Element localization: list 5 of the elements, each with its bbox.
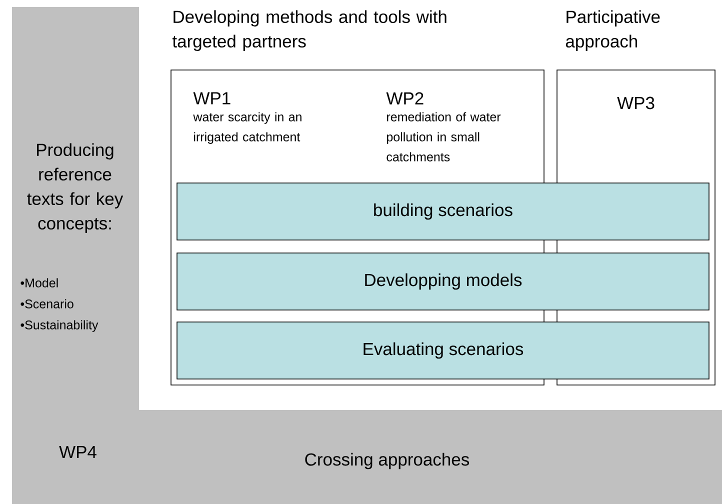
activity-bar: Evaluating scenarios	[176, 322, 710, 380]
activity-bar: building scenarios	[176, 182, 710, 240]
activity-bar: Developping models	[176, 252, 710, 310]
node-label: Participative approach	[566, 10, 660, 52]
node-label: Developing methods and tools with targeted partners	[172, 10, 446, 52]
